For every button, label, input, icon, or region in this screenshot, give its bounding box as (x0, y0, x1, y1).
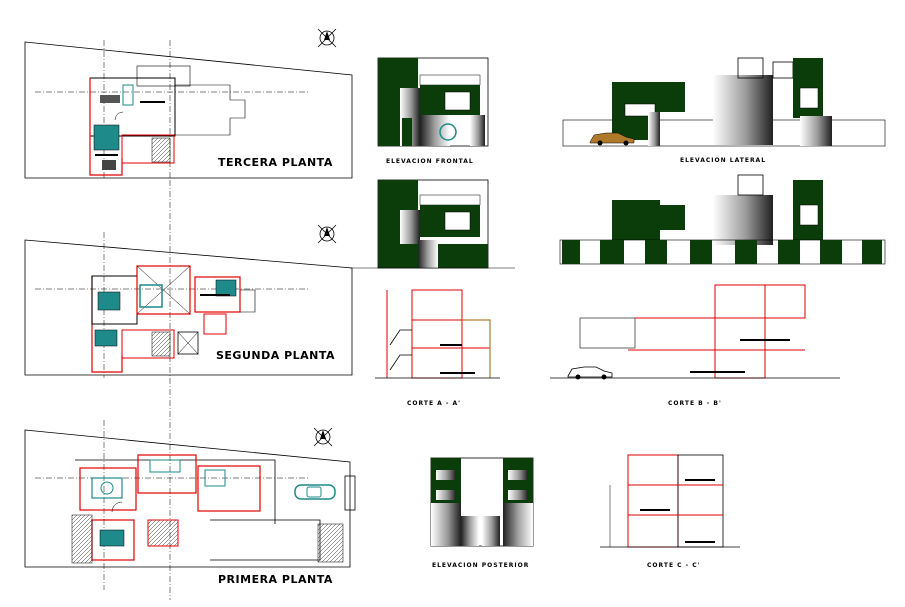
front-elevation: ELEVACION FRONTAL (377, 57, 489, 165)
north-arrow-icon (317, 224, 337, 244)
car-icon (294, 484, 336, 500)
rear-elevation: ELEVACION POSTERIOR (430, 457, 534, 569)
front-elevation-title: ELEVACION FRONTAL (386, 158, 474, 165)
lateral-elevation-title: ELEVACION LATERAL (680, 157, 766, 164)
first-floor-title: PRIMERA PLANTA (218, 573, 333, 586)
lateral-elevation-shaded (559, 174, 886, 265)
third-floor-plan: TERCERA PLANTA (24, 40, 353, 180)
section-c-title: CORTE C - C' (647, 562, 700, 569)
section-a: CORTE A - A' (375, 289, 500, 407)
north-arrow-icon (317, 28, 337, 48)
section-b: CORTE B - B' (550, 284, 840, 407)
third-floor-title: TERCERA PLANTA (218, 156, 333, 169)
rear-elevation-title: ELEVACION POSTERIOR (432, 562, 529, 569)
section-b-title: CORTE B - B' (668, 400, 722, 407)
lateral-elevation: ELEVACION LATERAL (562, 57, 886, 164)
first-floor-plan: PRIMERA PLANTA (24, 420, 356, 590)
section-c: CORTE C - C' (600, 454, 740, 569)
second-floor-title: SEGUNDA PLANTA (216, 349, 335, 362)
north-arrow-icon (313, 427, 333, 447)
section-a-title: CORTE A - A' (407, 400, 461, 407)
front-elevation-shaded (350, 179, 515, 269)
second-floor-plan: SEGUNDA PLANTA (24, 180, 353, 600)
